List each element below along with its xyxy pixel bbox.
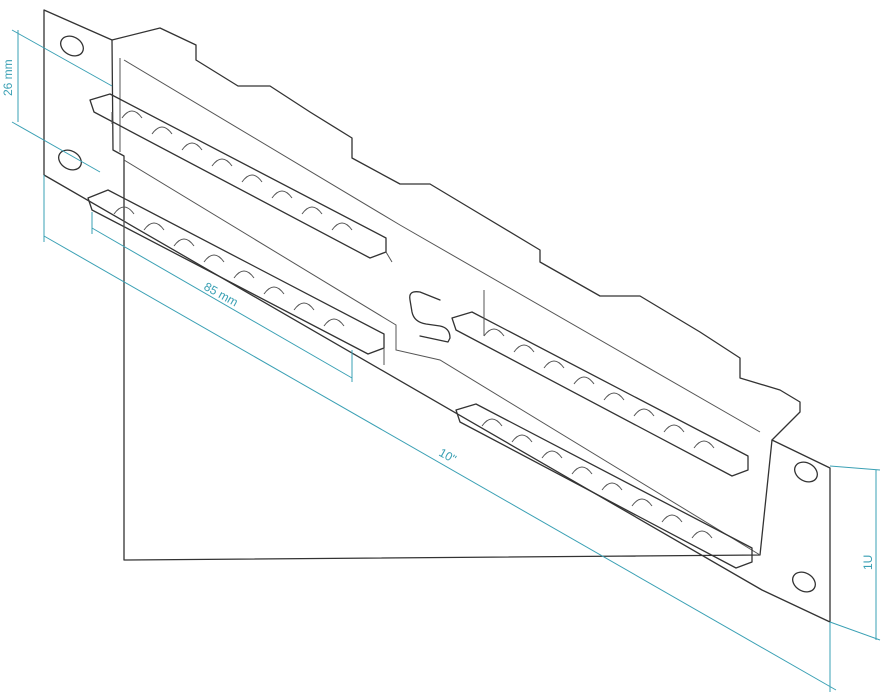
right-upper-comb <box>451 290 749 477</box>
dimension-10inch: 10" <box>43 175 837 692</box>
left-lower-slots <box>113 206 345 327</box>
top-flange <box>111 27 801 441</box>
dimension-1u: 1U <box>829 465 881 641</box>
mounting-holes <box>58 35 818 593</box>
left-upper-slots <box>121 110 353 231</box>
mounting-hole-top-left <box>60 35 84 57</box>
s-logo-icon <box>409 291 451 343</box>
right-lower-comb <box>455 403 753 569</box>
dimension-26mm-label: 26 mm <box>1 59 15 96</box>
dimension-26mm: 26 mm <box>1 29 113 173</box>
front-plate <box>43 9 831 623</box>
right-lower-slots <box>481 418 713 539</box>
left-lower-comb <box>87 189 385 365</box>
mounting-hole-bottom-right <box>792 571 816 593</box>
right-upper-slots <box>483 328 715 449</box>
dimension-1u-label: 1U <box>861 555 875 570</box>
mounting-hole-top-right <box>794 461 818 483</box>
mounting-hole-bottom-left <box>58 149 82 171</box>
left-upper-comb <box>89 93 393 263</box>
